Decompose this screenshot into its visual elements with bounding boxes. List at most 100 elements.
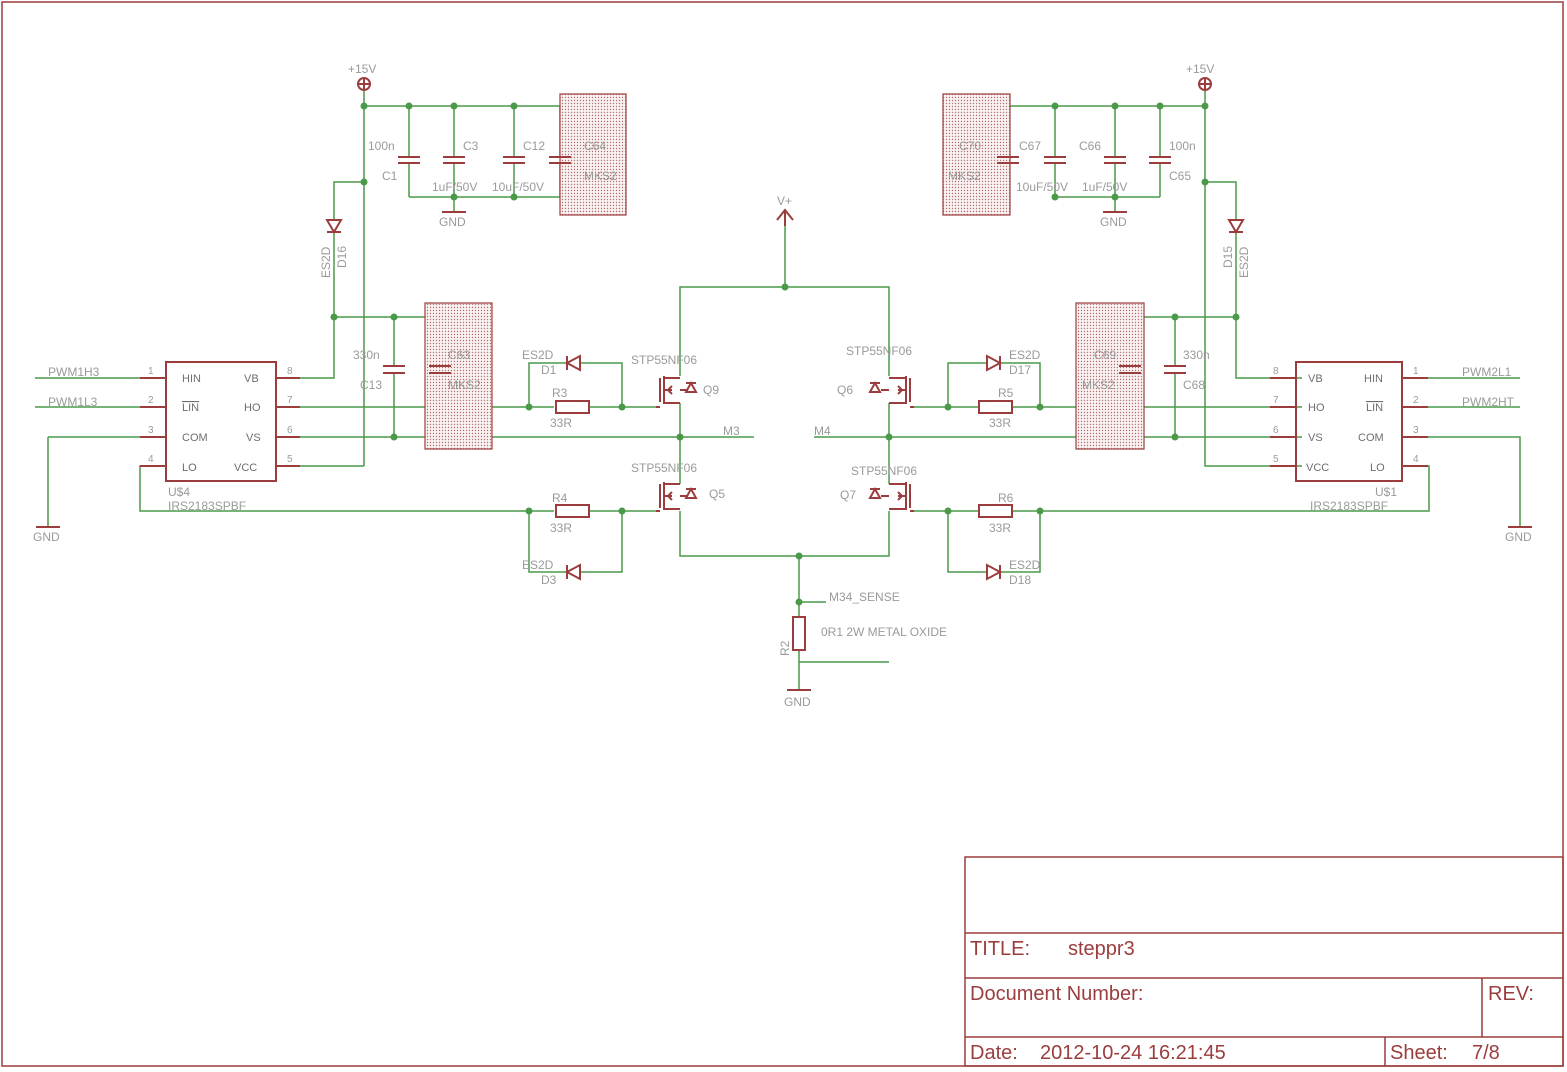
schematic-label: ES2D xyxy=(1009,348,1041,362)
schematic-label: R3 xyxy=(552,386,568,400)
schematic-label: Q6 xyxy=(837,383,853,397)
schematic-label: 7 xyxy=(287,395,293,406)
schematic-label: ES2D xyxy=(522,348,554,362)
schematic-label: 8 xyxy=(287,366,293,377)
schematic-label: +15V xyxy=(348,62,376,76)
schematic-label: C64 xyxy=(584,139,606,153)
schematic-label: MKS2 xyxy=(948,169,981,183)
junctions xyxy=(330,102,1240,606)
schematic-label: 2 xyxy=(148,395,154,406)
schematic-label: STP55NF06 xyxy=(631,353,697,367)
schematic-label: D3 xyxy=(541,573,557,587)
schematic-label: 0R1 2W METAL OXIDE xyxy=(821,625,947,639)
schematic-label: R6 xyxy=(998,491,1014,505)
schematic-label: 10uF/50V xyxy=(492,180,544,194)
schematic-label: C69 xyxy=(1094,348,1116,362)
schematic-label: HO xyxy=(1308,402,1325,414)
mosfet-q7: STP55NF06 Q7 xyxy=(840,464,917,512)
capacitor-c65: 100n C65 xyxy=(1149,139,1196,183)
capacitor-c67: C67 10uF/50V xyxy=(1016,139,1068,194)
diode-d17: ES2D D17 xyxy=(986,348,1041,377)
schematic-label: 33R xyxy=(550,521,572,535)
schematic-label: VB xyxy=(244,373,259,385)
schematic-label: 1uF/50V xyxy=(432,180,477,194)
date-value: 2012-10-24 16:21:45 xyxy=(1040,1042,1226,1064)
schematic-label: 3 xyxy=(148,425,154,436)
schematic-label: LIN xyxy=(1366,402,1383,414)
vplus-symbol: V+ xyxy=(776,194,794,226)
capacitor-c66: C66 1uF/50V xyxy=(1079,139,1127,194)
schematic-label: 330n xyxy=(1183,348,1210,362)
rev-label: REV: xyxy=(1488,983,1534,1005)
schematic-label: ES2D xyxy=(319,246,333,278)
schematic-label: VCC xyxy=(1306,462,1329,474)
schematic-label: GND xyxy=(784,695,811,709)
net-m4: M4 xyxy=(814,424,831,438)
schematic-label: 1uF/50V xyxy=(1082,180,1127,194)
schematic-label: C13 xyxy=(360,378,382,392)
schematic-label: 33R xyxy=(989,416,1011,430)
schematic-label: 4 xyxy=(1413,454,1419,465)
date-label: Date: xyxy=(970,1042,1018,1064)
sheet-value: 7/8 xyxy=(1472,1042,1500,1064)
schematic-label: R5 xyxy=(998,386,1014,400)
capacitor-c3: C3 1uF/50V xyxy=(432,139,479,194)
resistor-r2: R2 0R1 2W METAL OXIDE xyxy=(778,616,947,656)
schematic-label: 8 xyxy=(1273,366,1279,377)
schematic-label: VS xyxy=(246,432,261,444)
sheet-label: Sheet: xyxy=(1390,1042,1448,1064)
capacitor-c63: C63 MKS2 xyxy=(424,302,493,450)
schematic-label: 7 xyxy=(1273,395,1279,406)
schematic-label: 100n xyxy=(1169,139,1196,153)
schematic-label: MKS2 xyxy=(448,378,481,392)
schematic-label: 330n xyxy=(353,348,380,362)
schematic-label: IRS2183SPBF xyxy=(1310,499,1388,513)
schematic-label: 3 xyxy=(1413,425,1419,436)
resistor-r3: R3 33R xyxy=(550,386,590,430)
document-number-label: Document Number: xyxy=(970,983,1143,1005)
schematic-label: 10uF/50V xyxy=(1016,180,1068,194)
schematic-label: 1 xyxy=(148,366,154,377)
schematic-label: D1 xyxy=(541,363,557,377)
diode-d16: ES2D D16 xyxy=(319,219,349,278)
schematic-label: 6 xyxy=(287,425,293,436)
schematic-label: HIN xyxy=(182,373,201,385)
schematic-label: VS xyxy=(1308,432,1323,444)
resistor-r5: R5 33R xyxy=(978,386,1014,430)
net-pwm2l1: PWM2L1 xyxy=(1462,365,1512,379)
supply-left: +15V xyxy=(348,62,376,91)
schematic-label: 1 xyxy=(1413,366,1419,377)
ground-symbols: GND GND GND GND GND xyxy=(33,211,1532,709)
schematic-label: STP55NF06 xyxy=(631,461,697,475)
net-m3: M3 xyxy=(723,424,740,438)
title-block: TITLE: steppr3 Document Number: REV: Dat… xyxy=(964,856,1564,1067)
schematic-label: STP55NF06 xyxy=(851,464,917,478)
capacitor-c64: C64 MKS2 xyxy=(549,93,627,216)
schematic-label: 33R xyxy=(550,416,572,430)
title-label: TITLE: xyxy=(970,938,1030,960)
schematic-label: LO xyxy=(1370,462,1385,474)
schematic-label: COM xyxy=(1358,432,1384,444)
diode-d3: ES2D D3 xyxy=(522,558,581,587)
mosfet-q9: STP55NF06 Q9 xyxy=(631,353,719,408)
schematic-label: GND xyxy=(1505,530,1532,544)
schematic-label: 100n xyxy=(368,139,395,153)
schematic-label: C1 xyxy=(382,169,398,183)
schematic-label: U$4 xyxy=(168,485,190,499)
schematic-label: 5 xyxy=(287,454,293,465)
schematic-label: C65 xyxy=(1169,169,1191,183)
schematic-label: IRS2183SPBF xyxy=(168,499,246,513)
schematic-label: HIN xyxy=(1364,373,1383,385)
schematic-label: MKS2 xyxy=(1082,378,1115,392)
schematic-label: Q9 xyxy=(703,383,719,397)
schematic-label: C63 xyxy=(448,348,470,362)
schematic-label: V+ xyxy=(777,194,792,208)
schematic-label: GND xyxy=(439,215,466,229)
schematic-label: COM xyxy=(182,432,208,444)
diode-d18: ES2D D18 xyxy=(986,558,1041,587)
schematic-label: Q5 xyxy=(709,487,725,501)
schematic-label: D15 xyxy=(1221,246,1235,268)
schematic-label: 5 xyxy=(1273,454,1279,465)
driver-ic-right: 8 7 6 5 1 2 3 4 VB HO VS VCC HIN LIN COM… xyxy=(1270,361,1428,513)
